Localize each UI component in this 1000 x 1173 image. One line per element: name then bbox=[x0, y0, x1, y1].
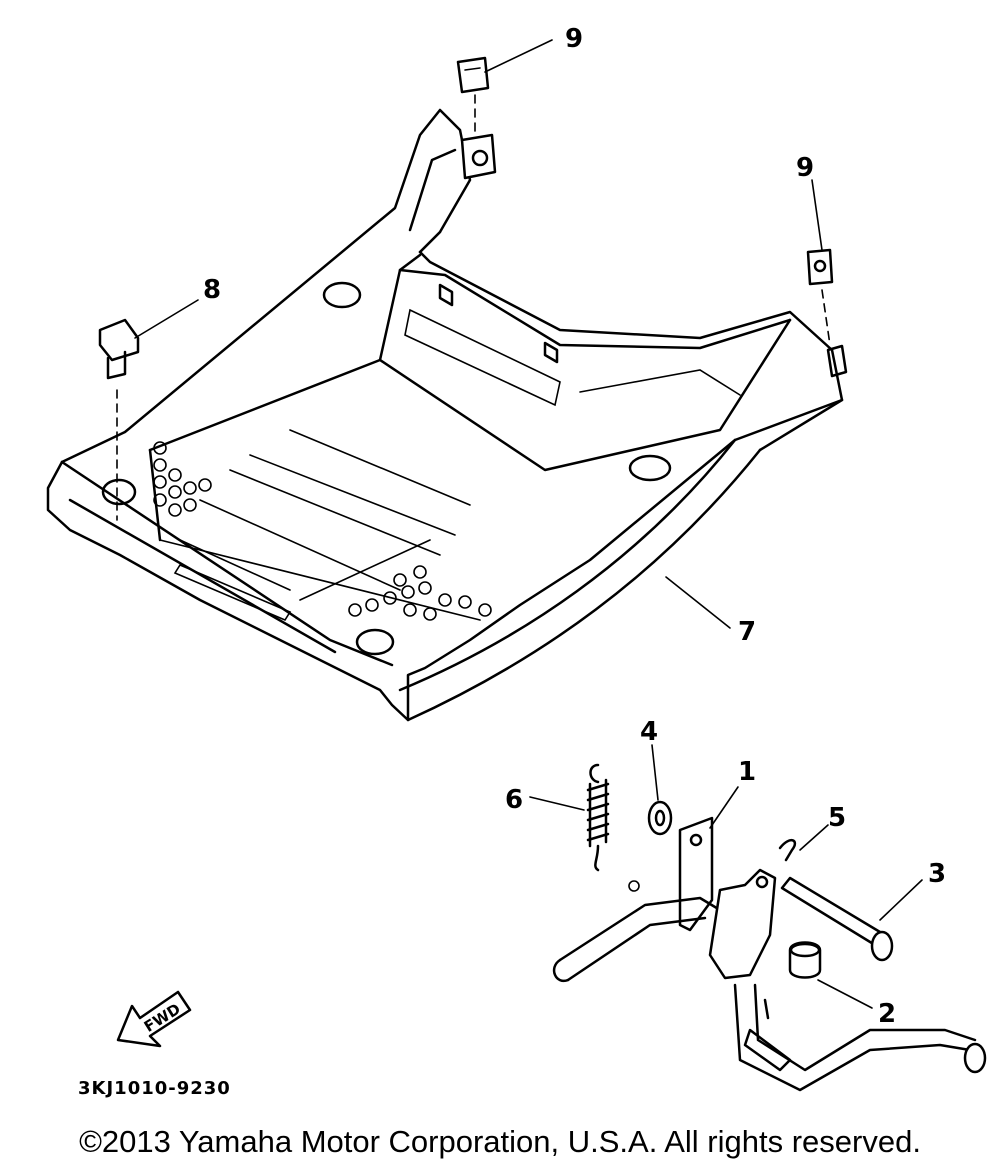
callout-3: 3 bbox=[928, 859, 946, 889]
clip-nut-part-9-right bbox=[806, 248, 834, 346]
copyright-notice: ©2013 Yamaha Motor Corporation, U.S.A. A… bbox=[79, 1124, 921, 1159]
callout-9-right: 9 bbox=[796, 153, 814, 183]
callout-5: 5 bbox=[828, 803, 846, 833]
clip-nut-part-9-upper bbox=[456, 56, 497, 180]
callout-7: 7 bbox=[738, 617, 756, 647]
main-stand-assembly bbox=[552, 763, 987, 1092]
bolt-part-8 bbox=[98, 318, 140, 521]
callout-6: 6 bbox=[505, 785, 523, 815]
drawing-code: 3KJ1010-9230 bbox=[78, 1078, 231, 1099]
callout-4: 4 bbox=[640, 717, 658, 747]
leader-lines bbox=[134, 39, 923, 1009]
floor-panel-part-7 bbox=[46, 108, 848, 722]
callout-9-upper: 9 bbox=[565, 24, 583, 54]
callout-1: 1 bbox=[738, 757, 756, 787]
dimple-cluster-left bbox=[153, 441, 212, 517]
dimple-cluster-right bbox=[348, 565, 492, 621]
callout-8: 8 bbox=[203, 275, 221, 305]
exploded-parts-diagram: FWD 9 9 8 7 6 4 1 5 3 2 bbox=[46, 24, 987, 1092]
forward-direction-arrow: FWD bbox=[116, 990, 192, 1048]
callout-2: 2 bbox=[878, 999, 896, 1029]
